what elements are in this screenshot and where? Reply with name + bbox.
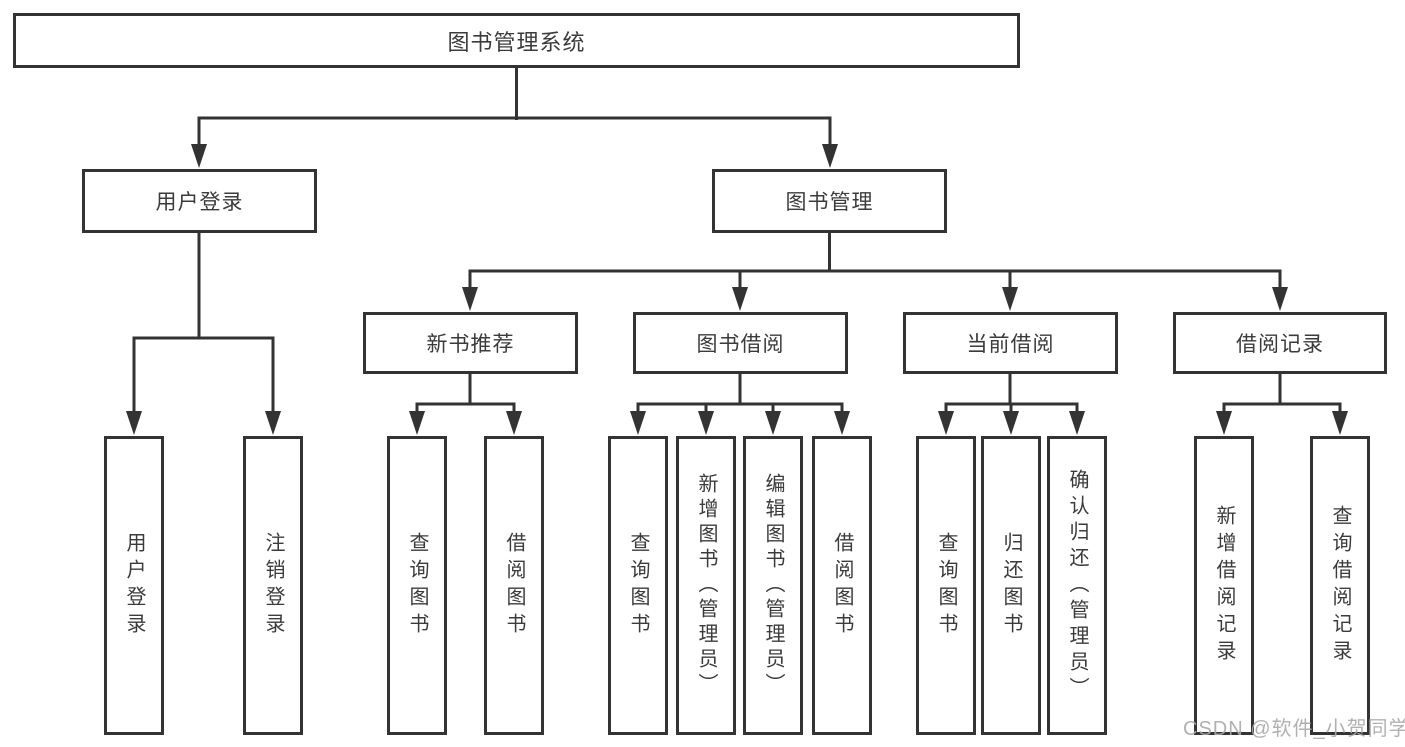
node-book-management: 图书管理 [712,169,947,233]
csdn-watermark: CSDN @软件_小贺同学 [1183,718,1405,740]
node-borrow-records: 借阅记录 [1173,312,1387,374]
node-root-library-system: 图书管理系统 [13,13,1020,68]
leaf-logout: 注销登录 [243,436,303,735]
leaf-recommend-query-books: 查询图书 [387,436,447,735]
leaf-borrowing-borrow-books: 借阅图书 [812,436,872,735]
leaf-borrowing-add-books-admin: 新增图书（管理员） [676,436,736,735]
leaf-current-query-books: 查询图书 [916,436,976,735]
leaf-borrowing-query-books: 查询图书 [608,436,668,735]
leaf-user-login: 用户登录 [104,436,164,735]
leaf-current-confirm-return-admin: 确认归还（管理员） [1047,436,1107,735]
node-current-borrowing: 当前借阅 [903,312,1118,374]
leaf-records-add-borrow-record: 新增借阅记录 [1194,436,1254,735]
node-new-book-recommend: 新书推荐 [363,312,578,374]
node-book-borrowing: 图书借阅 [633,312,848,374]
leaf-current-return-books: 归还图书 [981,436,1041,735]
leaf-records-query-borrow-record: 查询借阅记录 [1310,436,1370,735]
node-user-login: 用户登录 [82,169,317,233]
arrowheads [126,144,1348,435]
leaf-borrowing-edit-books-admin: 编辑图书（管理员） [743,436,803,735]
leaf-recommend-borrow-books: 借阅图书 [484,436,544,735]
